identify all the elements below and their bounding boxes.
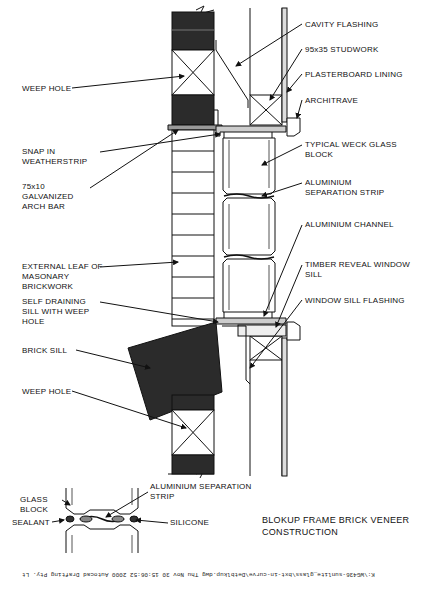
part-label: CAVITY FLASHING [305, 20, 415, 30]
part-label: WEEP HOLE [22, 387, 72, 397]
file-path: K:\WG436-sunlite_glass\bxt-in-curve\Detb… [22, 570, 375, 578]
part-label: ARCHITRAVE [305, 96, 415, 106]
part-label: ALUMINIUM CHANNEL [305, 220, 405, 230]
part-label: 75x10 GALVANIZED ARCH BAR [22, 182, 90, 212]
part-label: EXTERNAL LEAF OF MASONARY BRICKWORK [22, 262, 108, 292]
part-label: SELF DRAINING SILL WITH WEEP HOLE [22, 297, 98, 327]
part-label: ALUMINIUM SEPARATION STRIP [305, 178, 405, 198]
part-label: TIMBER REVEAL WINDOW SILL [305, 260, 415, 280]
part-label: SEALANT [12, 518, 50, 528]
part-label: BRICK SILL [22, 346, 76, 356]
part-label: PLASTERBOARD LINING [305, 70, 415, 80]
part-label: 95x35 STUDWORK [305, 45, 415, 55]
part-label: ALUMINIUM SEPARATION STRIP [150, 482, 260, 502]
part-label: WEEP HOLE [22, 84, 72, 94]
part-label: SNAP IN WEATHERSTRIP [22, 147, 100, 167]
drawing-title: BLOKUP FRAME BRICK VENEER CONSTRUCTION [262, 514, 422, 538]
part-label: TYPICAL WECK GLASS BLOCK [305, 140, 415, 160]
part-label: WINDOW SILL FLASHING [305, 296, 415, 306]
part-label: GLASS BLOCK [20, 495, 62, 515]
part-label: SILICONE [170, 518, 230, 528]
